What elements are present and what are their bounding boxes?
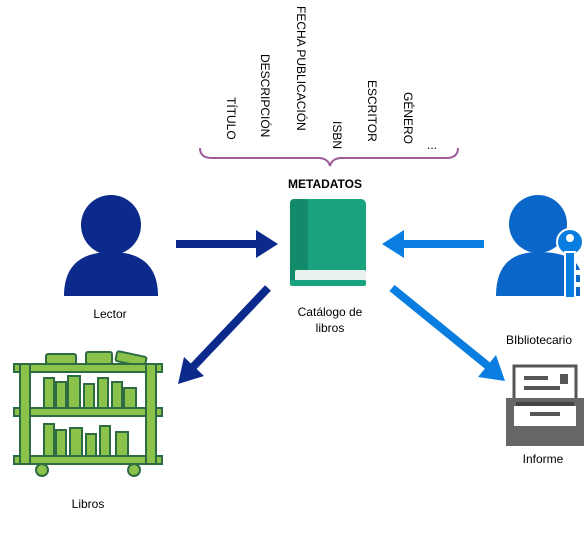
reader-icon [64, 195, 158, 296]
librarian-icon [496, 195, 584, 299]
arrow-librarian-to-catalog [382, 230, 484, 258]
librarian-label: BIbliotecario [505, 333, 573, 347]
catalog-book-icon [290, 199, 366, 286]
metadata-field-descripcion: DESCRIPCIÓN [258, 54, 272, 138]
metadata-field-isbn: ISBN [330, 121, 344, 150]
metadata-title: METADATOS [288, 177, 362, 191]
key-icon [556, 228, 584, 299]
metadata-field-escritor: ESCRITOR [365, 80, 379, 142]
arrow-catalog-to-report [389, 284, 505, 381]
reader-label: Lector [93, 307, 127, 321]
arrow-catalog-to-books [178, 285, 271, 384]
arrow-reader-to-catalog [176, 230, 278, 258]
metadata-field-more: ... [427, 138, 438, 152]
books-label: Libros [71, 497, 105, 511]
metadata-field-fecha-publicacion: FECHA PUBLICACIÓN [294, 6, 308, 131]
metadata-field-titulo: TÍTULO [224, 97, 238, 140]
books-shelf-icon [13, 350, 163, 477]
catalog-label: Catálogo de libros [297, 305, 363, 335]
metadata-field-genero: GÉNERO [401, 92, 415, 145]
report-label: Informe [522, 452, 564, 466]
report-icon [506, 364, 584, 446]
